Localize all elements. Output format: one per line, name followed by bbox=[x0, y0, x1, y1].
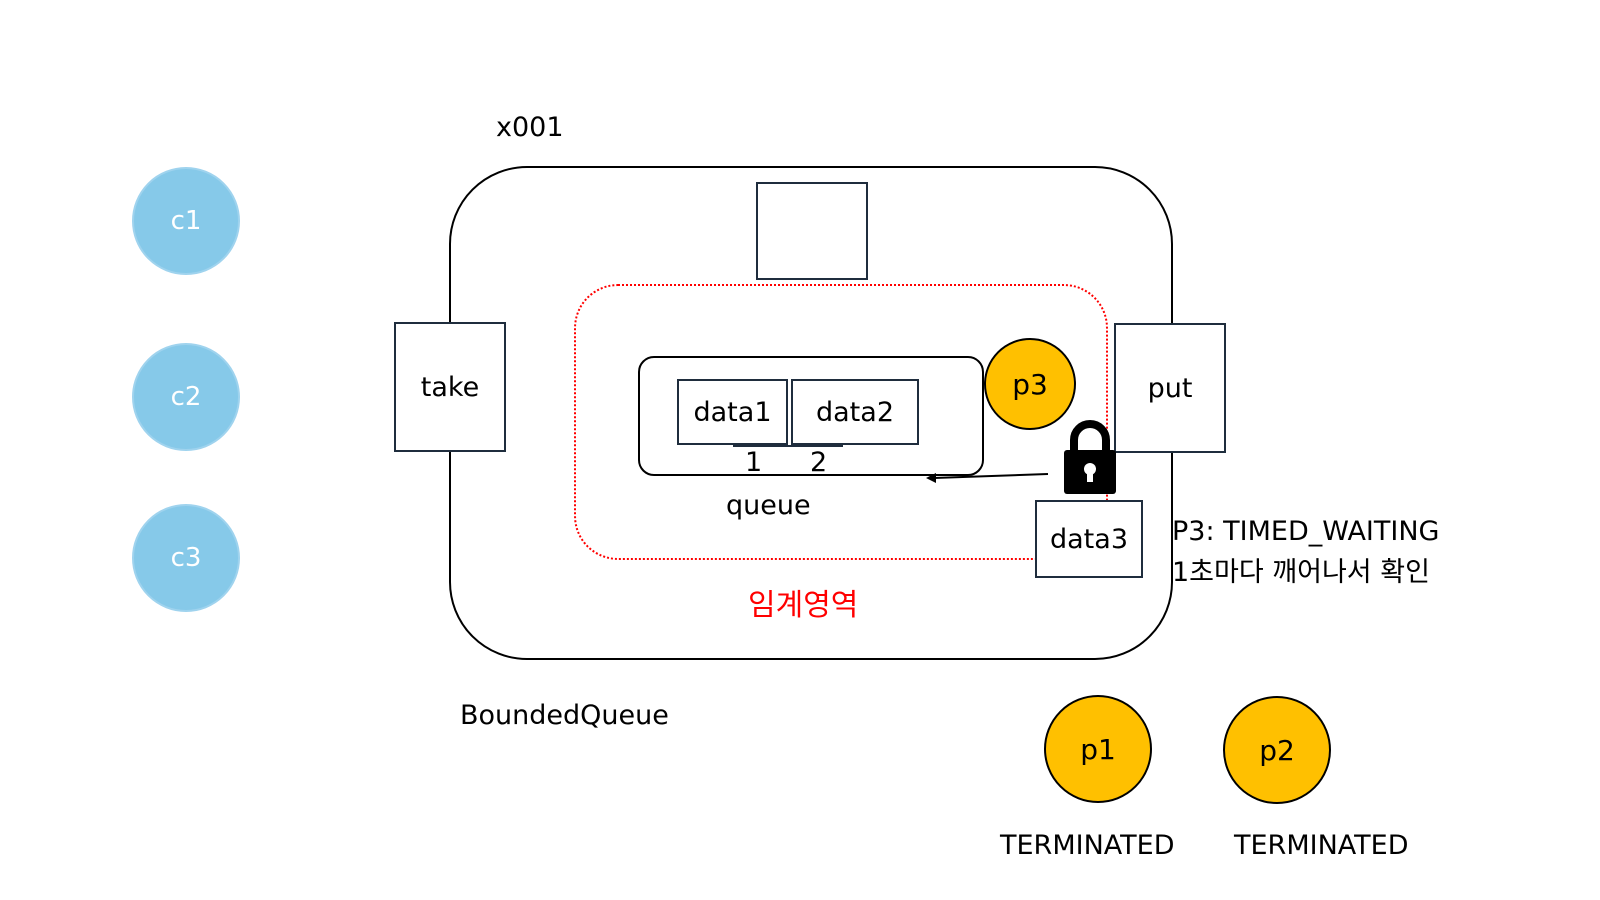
consumer-thread-c1: c1 bbox=[132, 167, 240, 275]
critical-section-label: 임계영역 bbox=[748, 588, 859, 623]
put-method-box: put bbox=[1114, 323, 1226, 453]
p3-status-line2: 1초마다 깨어나서 확인 bbox=[1172, 557, 1430, 588]
take-method-box: take bbox=[394, 322, 506, 452]
consumer-name: c3 bbox=[170, 543, 202, 573]
lock-slot-box bbox=[756, 182, 868, 280]
consumer-thread-c3: c3 bbox=[132, 504, 240, 612]
queue-container bbox=[638, 356, 984, 476]
put-method-label: put bbox=[1147, 372, 1193, 404]
producer-thread-p3: p3 bbox=[984, 338, 1076, 430]
object-id-label: x001 bbox=[496, 112, 564, 143]
pending-data-box: data3 bbox=[1035, 500, 1143, 578]
consumer-name: c1 bbox=[170, 206, 202, 236]
producer-thread-p2: p2 bbox=[1223, 696, 1331, 804]
consumer-thread-c2: c2 bbox=[132, 343, 240, 451]
queue-slot-2: data2 bbox=[791, 379, 919, 445]
producer-name: p2 bbox=[1259, 733, 1295, 767]
consumer-name: c2 bbox=[170, 382, 202, 412]
critical-section bbox=[574, 284, 1108, 560]
queue-slot-value: data1 bbox=[693, 396, 772, 428]
p3-status-line1: P3: TIMED_WAITING bbox=[1172, 516, 1440, 547]
p2-status: TERMINATED bbox=[1234, 830, 1409, 861]
class-name-label: BoundedQueue bbox=[460, 700, 669, 731]
producer-name: p3 bbox=[1012, 367, 1048, 401]
queue-label: queue bbox=[726, 490, 811, 521]
pending-data-value: data3 bbox=[1050, 523, 1128, 555]
arrow-to-queue bbox=[926, 473, 1049, 483]
queue-index-1: 1 bbox=[745, 447, 763, 478]
lock-icon bbox=[1064, 420, 1116, 494]
queue-index-line bbox=[733, 445, 843, 447]
p1-status: TERMINATED bbox=[1000, 830, 1175, 861]
queue-index-2: 2 bbox=[810, 447, 828, 478]
queue-slot-value: data2 bbox=[816, 396, 894, 428]
take-method-label: take bbox=[420, 371, 480, 403]
producer-thread-p1: p1 bbox=[1044, 695, 1152, 803]
producer-name: p1 bbox=[1080, 732, 1116, 766]
queue-slot-1: data1 bbox=[677, 379, 788, 445]
